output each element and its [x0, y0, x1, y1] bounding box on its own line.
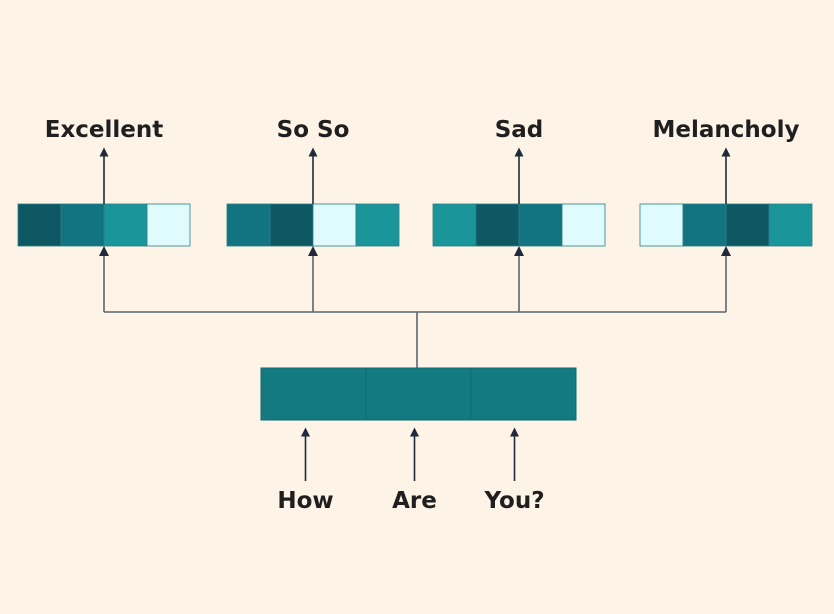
vector-cell: [269, 203, 314, 247]
encoder-block: [260, 367, 577, 481]
vector-cell: [561, 203, 606, 247]
output-vector-excellent: [17, 203, 191, 247]
vector-cell: [682, 203, 727, 247]
branch-arrowhead: [721, 246, 731, 256]
output-vectors: [17, 147, 813, 247]
output-vector-so-so: [226, 203, 400, 247]
branch-arrowhead: [308, 246, 318, 256]
vector-cell: [17, 203, 62, 247]
vector-cell: [475, 203, 520, 247]
vector-cell: [768, 203, 813, 247]
branch-arrowhead: [514, 246, 524, 256]
connector-lines: [99, 246, 731, 368]
output-label-so-so: So So: [277, 117, 350, 143]
vector-cell: [432, 203, 477, 247]
output-vector-melancholy: [639, 203, 813, 247]
output-label-sad: Sad: [495, 117, 544, 143]
input-label-how: How: [277, 488, 333, 514]
input-label-you-: You?: [483, 488, 544, 514]
encoder-cell-you-: [470, 367, 577, 421]
vector-cell: [60, 203, 105, 247]
vector-cell: [103, 203, 148, 247]
encoder-cell-how: [260, 367, 367, 421]
input-label-are: Are: [392, 488, 437, 514]
branch-arrowhead: [99, 246, 109, 256]
encoder-cell-are: [365, 367, 472, 421]
vector-cell: [146, 203, 191, 247]
output-label-melancholy: Melancholy: [653, 117, 800, 143]
vector-cell: [355, 203, 400, 247]
vector-cell: [312, 203, 357, 247]
output-vector-sad: [432, 203, 606, 247]
vector-cell: [226, 203, 271, 247]
vector-cell: [518, 203, 563, 247]
vector-cell: [725, 203, 770, 247]
output-label-excellent: Excellent: [45, 117, 164, 143]
vector-cell: [639, 203, 684, 247]
